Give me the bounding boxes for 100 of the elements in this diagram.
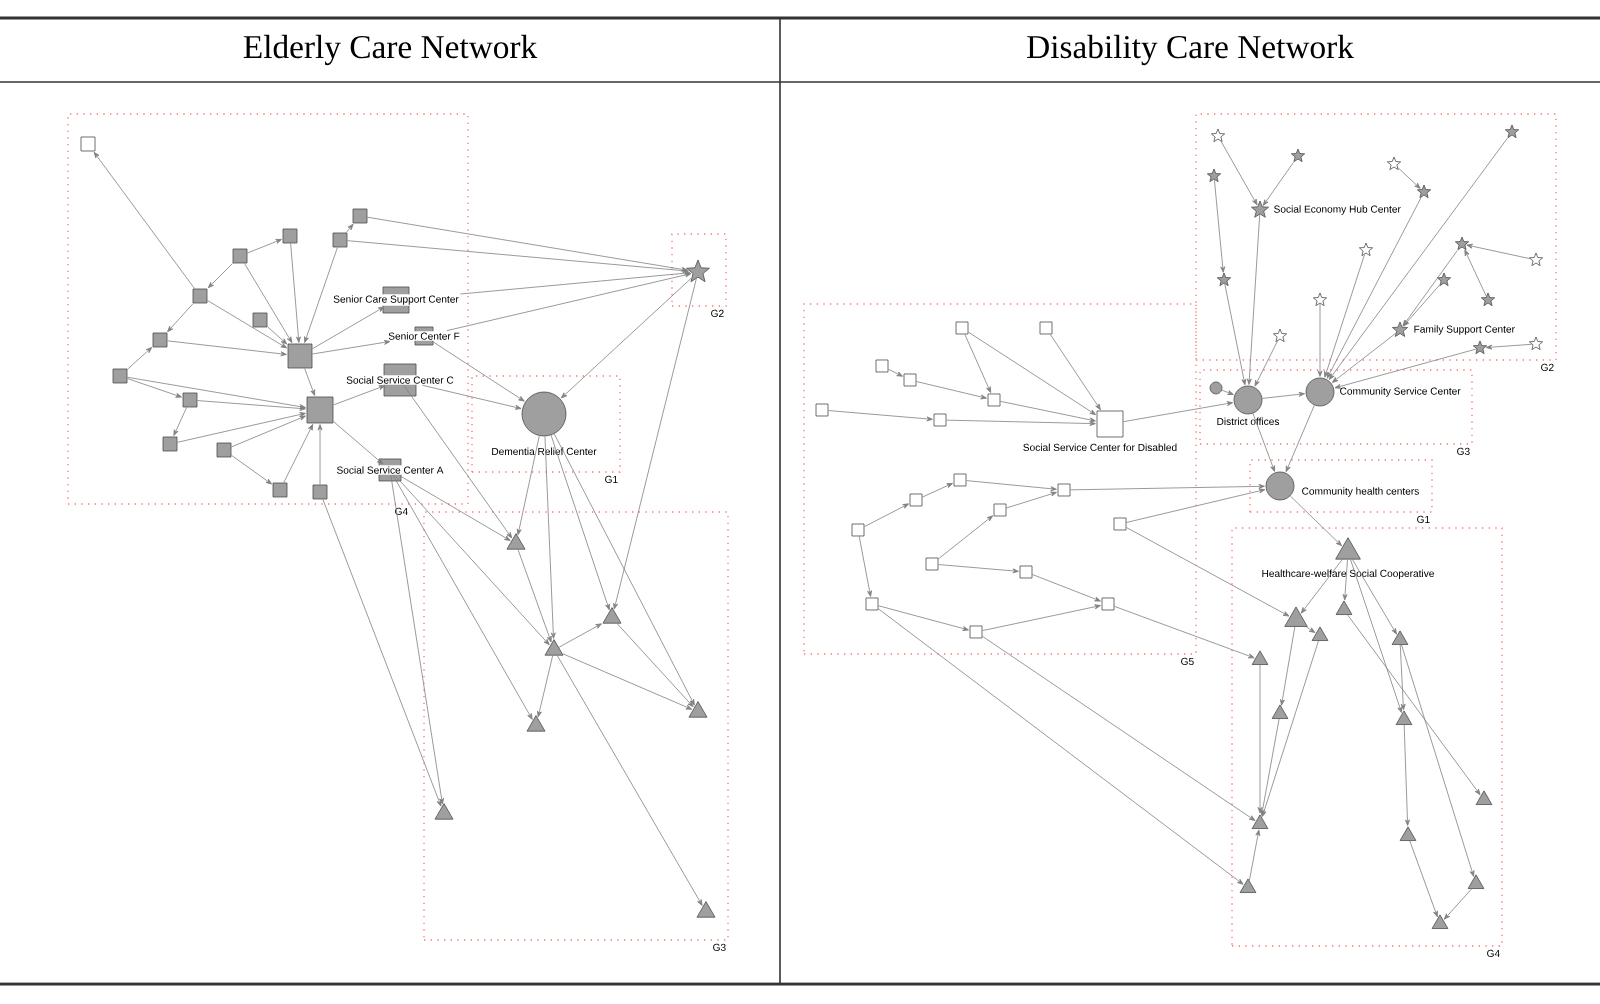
arrow bbox=[1224, 283, 1247, 386]
network-node bbox=[1113, 517, 1127, 531]
network-node bbox=[162, 436, 178, 452]
network-node bbox=[216, 442, 232, 458]
network-node bbox=[602, 607, 622, 624]
arrow bbox=[1326, 196, 1422, 379]
network-node bbox=[909, 493, 923, 507]
arrow bbox=[1317, 303, 1323, 377]
network-node bbox=[1057, 483, 1071, 497]
network-node bbox=[1101, 597, 1115, 611]
network-node bbox=[815, 403, 829, 417]
network-node bbox=[282, 228, 298, 244]
arrow bbox=[93, 151, 195, 289]
network-node bbox=[182, 392, 198, 408]
arrow bbox=[1257, 664, 1263, 814]
arrow bbox=[553, 433, 695, 706]
arrow bbox=[982, 635, 1256, 821]
arrow bbox=[244, 263, 293, 343]
arrow bbox=[167, 303, 194, 333]
arrow bbox=[916, 381, 987, 400]
arrow bbox=[173, 407, 188, 436]
arrow bbox=[446, 272, 692, 332]
network-node bbox=[352, 208, 368, 224]
header-title: Elderly Care Network bbox=[243, 34, 538, 66]
arrow bbox=[317, 424, 323, 485]
network-node bbox=[1431, 914, 1449, 929]
arrow bbox=[888, 368, 903, 377]
network-node bbox=[332, 232, 348, 248]
arrow bbox=[1000, 400, 1096, 423]
network-node bbox=[312, 484, 328, 500]
arrow bbox=[558, 623, 602, 648]
arrow bbox=[1123, 401, 1234, 423]
network-node bbox=[1386, 156, 1402, 171]
network-node bbox=[1480, 292, 1496, 307]
arrow bbox=[1300, 559, 1343, 614]
network-node bbox=[1358, 242, 1374, 257]
arrow bbox=[1262, 161, 1294, 206]
arrow bbox=[1402, 250, 1458, 327]
arrow bbox=[304, 368, 316, 396]
arrow bbox=[333, 421, 384, 465]
arrow bbox=[231, 454, 273, 485]
arrow bbox=[828, 410, 933, 422]
arrow bbox=[392, 474, 533, 720]
arrow bbox=[283, 424, 314, 483]
arrow bbox=[922, 483, 953, 498]
arrow bbox=[1049, 334, 1101, 411]
network-node bbox=[152, 332, 168, 348]
arrow bbox=[1249, 829, 1261, 881]
arrow bbox=[858, 536, 872, 597]
network-node bbox=[1239, 878, 1257, 893]
arrow bbox=[1252, 413, 1275, 472]
network-node bbox=[112, 368, 128, 384]
network-node bbox=[1416, 184, 1432, 199]
arrow bbox=[1032, 574, 1101, 602]
arrow bbox=[964, 334, 992, 393]
arrow bbox=[1464, 249, 1487, 297]
arrow bbox=[1126, 527, 1290, 617]
network-node bbox=[1436, 272, 1452, 287]
arrow bbox=[1220, 141, 1258, 206]
arrow bbox=[197, 400, 306, 411]
network-node bbox=[1528, 336, 1544, 351]
arrow bbox=[207, 300, 287, 349]
network-node bbox=[1290, 148, 1306, 163]
arrow bbox=[290, 243, 301, 343]
network-node bbox=[232, 248, 248, 264]
arrow bbox=[968, 331, 1097, 416]
arrow bbox=[556, 655, 703, 906]
network-node bbox=[1210, 128, 1226, 143]
arrow bbox=[517, 549, 552, 643]
arrow bbox=[537, 655, 554, 718]
arrow bbox=[516, 435, 540, 536]
arrow bbox=[312, 339, 391, 355]
arrow bbox=[550, 434, 610, 611]
header-title: Disability Care Network bbox=[1027, 34, 1354, 66]
network-node bbox=[544, 639, 564, 656]
arrow bbox=[422, 384, 522, 410]
network-node bbox=[1504, 124, 1520, 139]
network-node bbox=[969, 625, 983, 639]
arrow bbox=[1347, 614, 1481, 796]
network-node bbox=[1475, 790, 1493, 805]
network-node bbox=[192, 288, 208, 304]
arrow bbox=[1213, 179, 1226, 273]
arrow bbox=[1397, 167, 1421, 189]
arrow bbox=[460, 270, 691, 295]
network-node bbox=[865, 597, 879, 611]
arrow bbox=[1352, 559, 1397, 635]
network-node bbox=[851, 523, 865, 537]
network-node bbox=[434, 803, 454, 820]
network-node bbox=[1312, 292, 1328, 307]
arrow bbox=[1334, 348, 1477, 389]
network-node bbox=[686, 259, 710, 283]
network-node bbox=[252, 312, 268, 328]
network-node bbox=[1528, 252, 1544, 267]
arrow bbox=[560, 277, 692, 399]
arrow bbox=[347, 240, 689, 274]
network-node bbox=[1251, 814, 1269, 829]
network-node bbox=[1399, 826, 1417, 841]
arrow bbox=[544, 435, 556, 639]
network-node bbox=[875, 359, 889, 373]
arrow bbox=[1280, 626, 1296, 706]
